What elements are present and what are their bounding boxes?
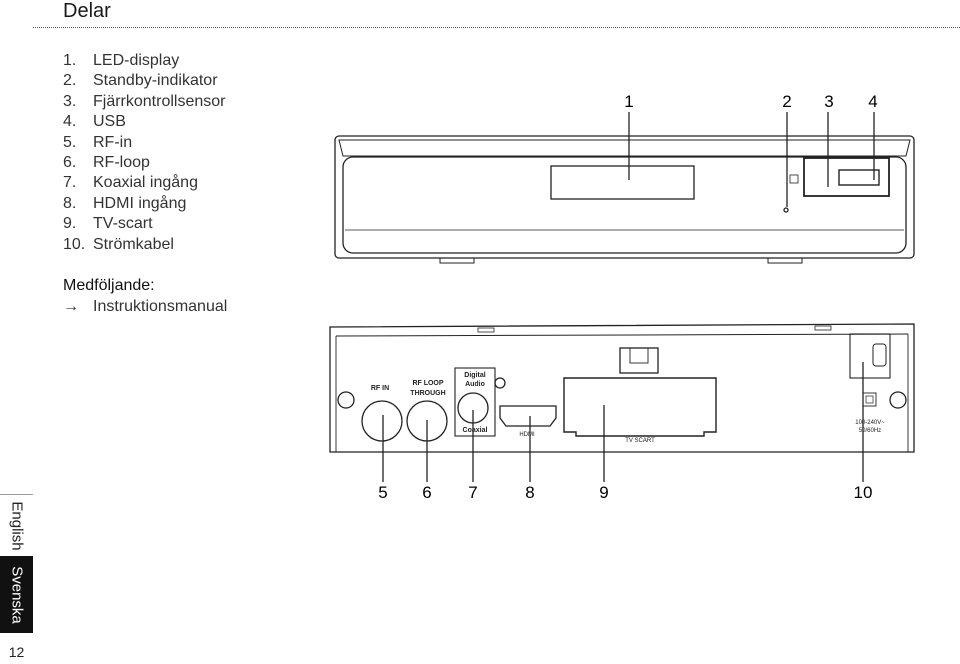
tv-scart-label: TV SCART (625, 438, 655, 444)
coaxial-led (494, 377, 506, 389)
coaxial-label: Coaxial (463, 427, 488, 434)
page-number-box: 12 (0, 633, 33, 664)
list-label: RF-loop (93, 154, 150, 172)
list-label: HDMI ingång (93, 194, 187, 212)
led-display (550, 165, 695, 200)
front-view (334, 112, 915, 264)
front-panel (342, 156, 907, 254)
tab-english-label: English (8, 501, 25, 551)
hdmi-label: HDMI (519, 432, 535, 438)
title-divider (33, 27, 960, 28)
coaxial-frame (454, 367, 496, 437)
hdmi-port (499, 405, 557, 427)
power-cord-housing (849, 333, 891, 379)
list-number: 4. (63, 113, 77, 131)
front-foot-left (439, 257, 475, 264)
screw-right (889, 391, 907, 409)
scart-connector (563, 377, 717, 437)
included-item-label: Instruktionsmanual (93, 298, 228, 315)
rear-outer-shell (329, 323, 915, 453)
included-heading: Medföljande: (63, 277, 155, 294)
list-label: RF-in (93, 133, 133, 151)
list-label: Strömkabel (93, 235, 174, 253)
included-item: → Instruktionsmanual (63, 297, 227, 317)
callout-5: 5 (378, 483, 387, 502)
list-item: 7. Koaxial ingång (63, 173, 225, 193)
callout-9: 9 (599, 483, 608, 502)
list-item: 4. USB (63, 112, 225, 132)
list-label: LED-display (93, 52, 180, 69)
tab-svenska[interactable]: Svenska (0, 556, 33, 633)
list-number: 6. (63, 154, 77, 172)
page-title: Delar (63, 0, 111, 22)
usb-symbol (789, 174, 799, 184)
standby-indicator (783, 207, 789, 213)
list-number: 10. (63, 235, 86, 253)
front-top-bevel (338, 139, 911, 157)
power-rating-label: 100-240V~ (855, 420, 885, 426)
list-item: 2. Standby-indikator (63, 71, 225, 91)
tab-english[interactable]: English (0, 494, 33, 557)
list-label: Fjärrkontrollsensor (93, 92, 226, 110)
power-symbol-inner (865, 395, 874, 404)
parts-list: 1. LED-display 2. Standby-indikator 3. Fjär… (63, 51, 225, 255)
power-symbol (862, 392, 877, 407)
screw-left (337, 391, 355, 409)
rf-in-label: RF IN (371, 385, 389, 392)
list-item: 5. RF-in (63, 133, 225, 153)
callout-3: 3 (824, 92, 833, 111)
front-foot-right (767, 257, 803, 264)
list-number: 8. (63, 194, 77, 212)
list-label: Koaxial ingång (93, 174, 198, 192)
list-number: 3. (63, 92, 77, 110)
power-switch (872, 343, 887, 367)
page-number: 12 (8, 644, 25, 660)
list-label: USB (93, 113, 126, 131)
callout-10: 10 (854, 483, 873, 502)
callout-6: 6 (422, 483, 431, 502)
callout-8: 8 (525, 483, 534, 502)
rf-in-connector (361, 400, 403, 442)
scart-tab-inner (629, 347, 649, 364)
list-item: 9. TV-scart (63, 214, 225, 234)
callout-7: 7 (468, 483, 477, 502)
front-outer-shell (334, 135, 915, 259)
rear-top-notch-right (814, 325, 832, 331)
arrow-right-icon: → (63, 298, 79, 315)
list-item: 8. HDMI ingång (63, 194, 225, 214)
audio-label: Audio (465, 381, 485, 388)
callout-1: 1 (624, 92, 633, 111)
rear-view (329, 323, 915, 482)
list-label: Standby-indikator (93, 72, 218, 90)
list-number: 2. (63, 72, 77, 90)
language-tabs: English Svenska 12 (0, 494, 33, 664)
sensor-window (803, 157, 890, 197)
list-label: TV-scart (93, 215, 153, 233)
scart-tab (619, 347, 659, 374)
callout-2: 2 (782, 92, 791, 111)
list-number: 1. (63, 52, 77, 69)
callout-4: 4 (868, 92, 877, 111)
rear-top-lip (335, 333, 909, 337)
list-number: 7. (63, 174, 77, 192)
list-number: 9. (63, 215, 77, 233)
list-item: 1. LED-display (63, 51, 225, 71)
tab-svenska-label: Svenska (8, 565, 25, 624)
usb-port (838, 169, 880, 186)
rear-top-notch-left (477, 327, 495, 333)
list-item: 3. Fjärrkontrollsensor (63, 92, 225, 112)
digital-label: Digital (464, 372, 485, 379)
power-frequency-label: 50/60Hz (859, 428, 881, 434)
list-item: 6. RF-loop (63, 153, 225, 173)
list-number: 5. (63, 133, 77, 151)
rf-loop-label: RF LOOP (412, 380, 443, 387)
list-item: 10. Strömkabel (63, 235, 225, 255)
rf-loop-label-2: THROUGH (410, 390, 445, 397)
